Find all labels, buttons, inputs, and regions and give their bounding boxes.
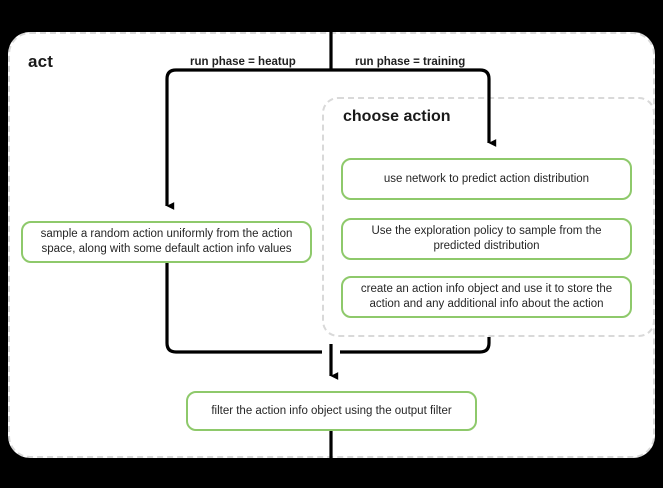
- node-sample-random-action[interactable]: sample a random action uniformly from th…: [21, 221, 312, 263]
- edge-label-run-phase-training: run phase = training: [355, 56, 466, 68]
- node-use-network-predict-distribution[interactable]: use network to predict action distributi…: [341, 158, 632, 200]
- node-exploration-policy-sample[interactable]: Use the exploration policy to sample fro…: [341, 218, 632, 260]
- edge-label-run-phase-heatup: run phase = heatup: [190, 56, 296, 68]
- act-group-title: act: [28, 52, 54, 71]
- node-filter-action-info-output-filter[interactable]: filter the action info object using the …: [186, 391, 477, 431]
- node-create-action-info-object[interactable]: create an action info object and use it …: [341, 276, 632, 318]
- choose-action-group-title: choose action: [343, 108, 451, 125]
